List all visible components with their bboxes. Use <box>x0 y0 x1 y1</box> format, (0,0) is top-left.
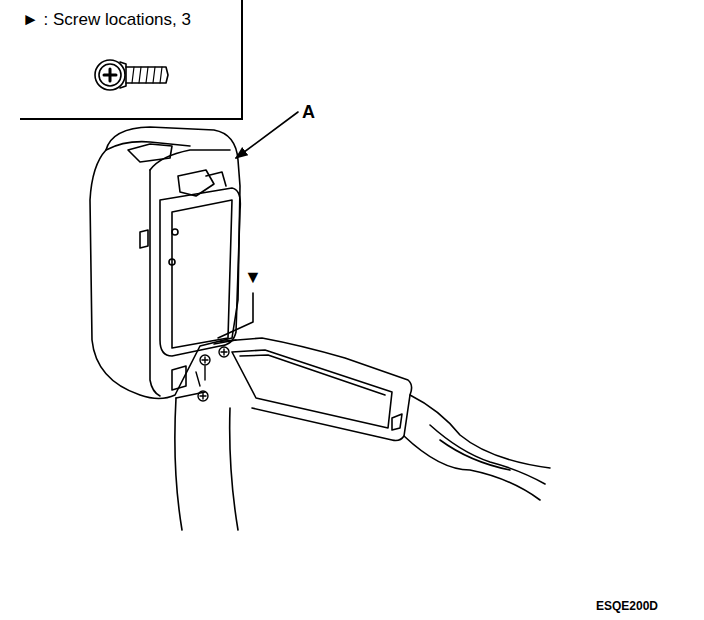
console-body <box>175 338 550 530</box>
screw-icon <box>95 60 168 90</box>
leader-line <box>218 293 253 338</box>
legend-box: ► : Screw locations, 3 <box>20 0 243 120</box>
leader-line <box>236 112 298 158</box>
legend-text: ► : Screw locations, 3 <box>22 10 241 30</box>
part-letter: A <box>302 103 315 121</box>
screw-marks <box>196 340 236 401</box>
figure-code: ESQE200D <box>596 600 658 612</box>
screw-marker: ▼ <box>244 268 262 286</box>
armrest-lid <box>90 127 240 399</box>
